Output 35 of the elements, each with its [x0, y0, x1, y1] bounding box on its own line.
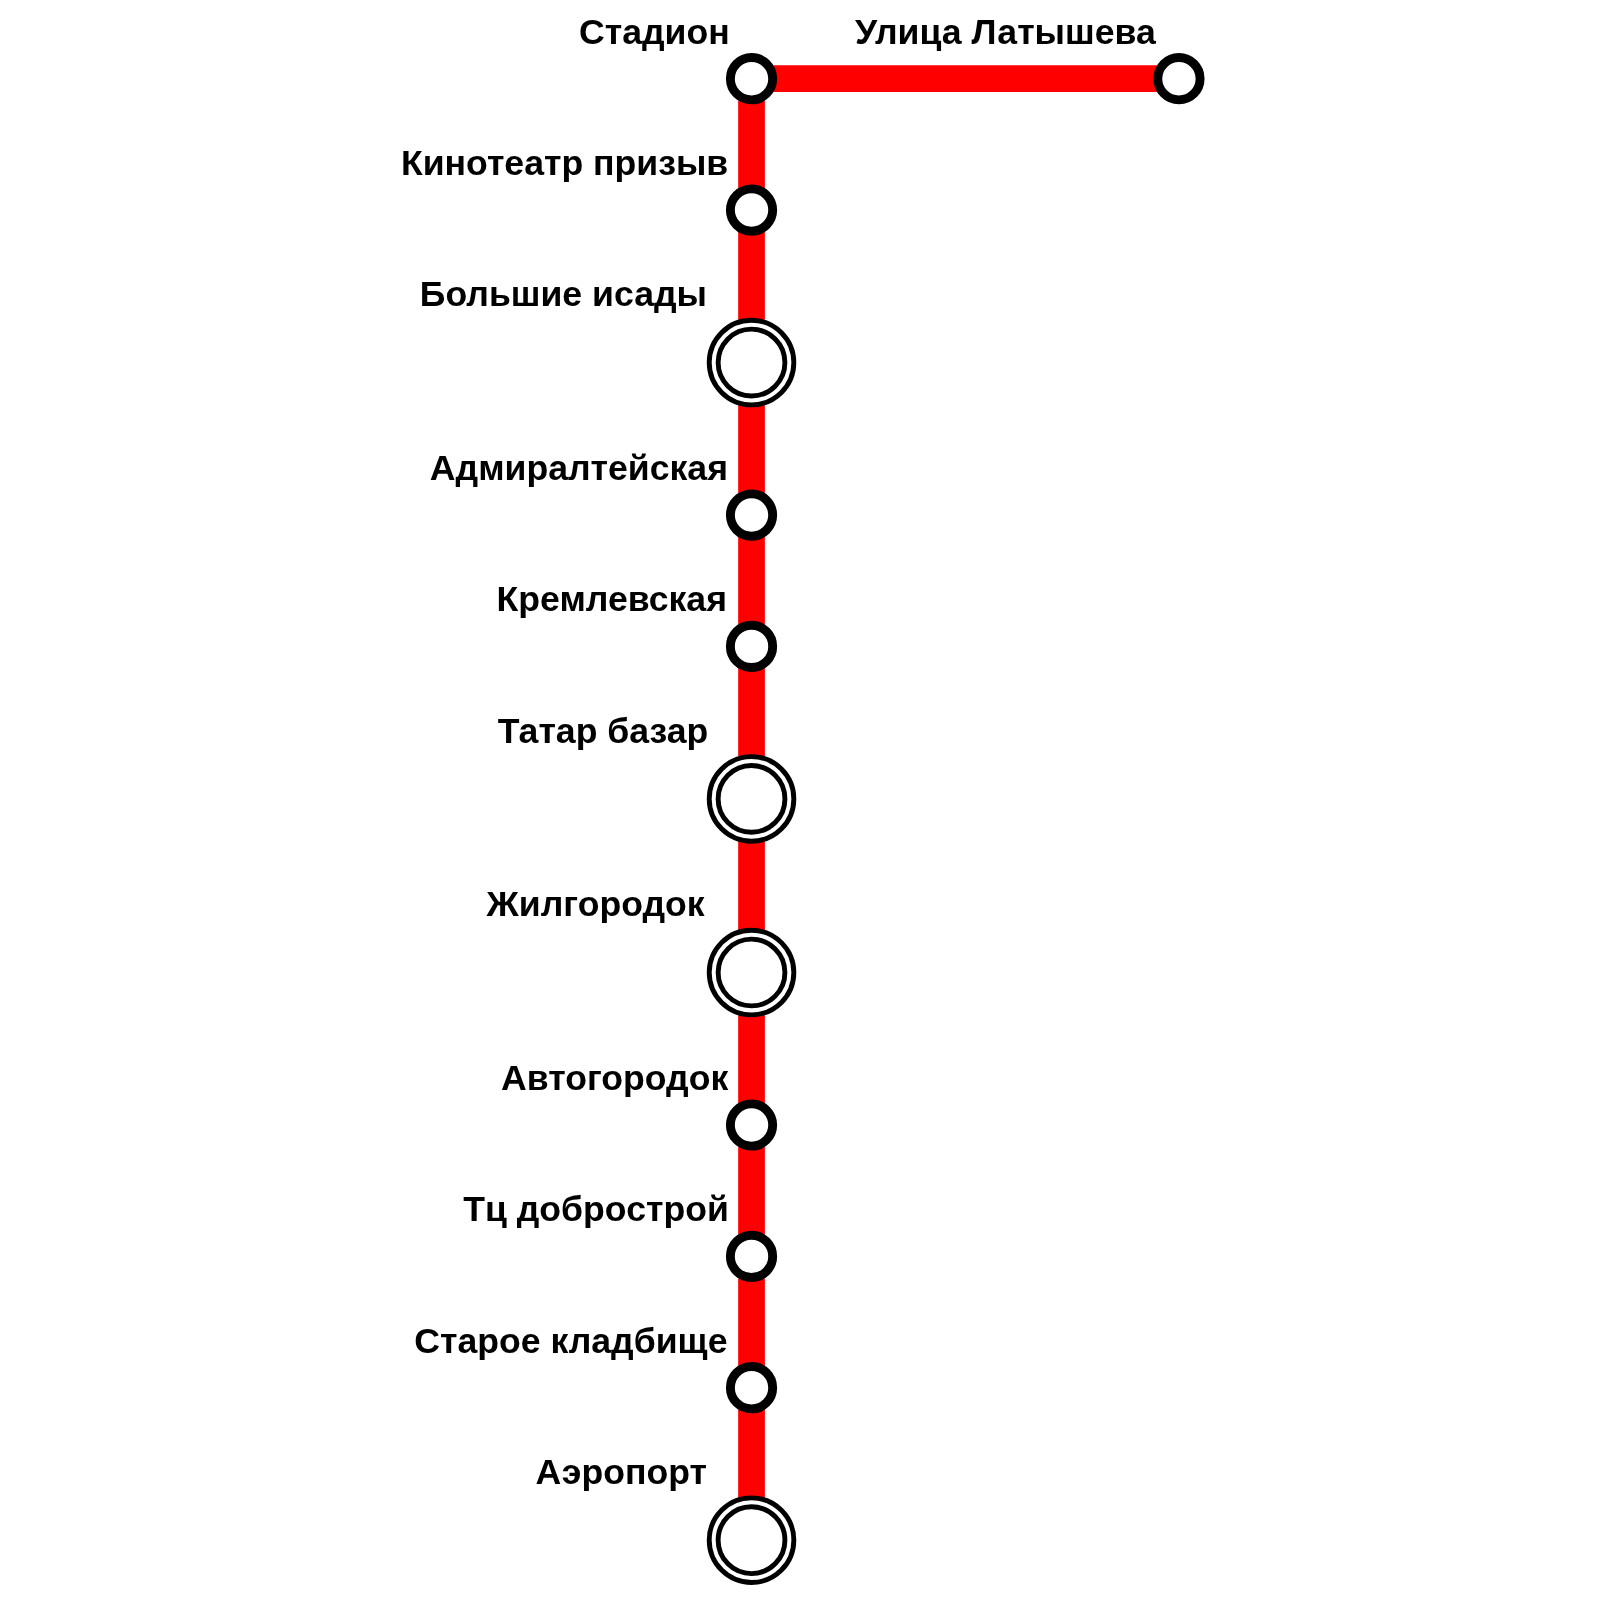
node-label: Старое кладбище: [413, 1320, 727, 1361]
node-label: Тц добрострой: [462, 1189, 729, 1230]
node-label: Большие исады: [419, 274, 707, 315]
connector: [737, 537, 765, 625]
node-circle: [725, 53, 777, 105]
node-circle: [725, 1230, 777, 1282]
node-circle: [725, 184, 777, 236]
node-label: Стадион: [578, 11, 730, 52]
connector: [737, 100, 765, 189]
node-label: Кинотеатр призыв: [400, 143, 728, 184]
connector: [772, 65, 1158, 93]
connector: [737, 405, 765, 494]
node-circle: [706, 754, 796, 844]
node-label: Автогородок: [500, 1058, 728, 1099]
node-circle: [706, 927, 796, 1018]
connector: [737, 1278, 765, 1367]
node-circle: [725, 620, 777, 672]
node-circle: [706, 1495, 796, 1585]
node-circle: [725, 489, 777, 541]
connector: [737, 841, 765, 930]
node-circle: [706, 317, 796, 408]
connector: [737, 231, 765, 320]
connector: [737, 1015, 765, 1104]
node-label: Адмиралтейская: [429, 448, 728, 489]
connector: [737, 667, 765, 757]
node-label: Кремлевская: [496, 579, 727, 620]
node-circle: [725, 1362, 777, 1414]
node-label: Жилгородок: [486, 884, 705, 925]
connector: [737, 1147, 765, 1235]
node-circle: [725, 1099, 777, 1151]
node-circle: [1152, 53, 1205, 105]
node-label: Аэропорт: [535, 1452, 707, 1493]
node-label: Улица Латышева: [854, 11, 1156, 52]
node-label: Татар базар: [497, 710, 708, 751]
connector: [737, 1409, 765, 1498]
